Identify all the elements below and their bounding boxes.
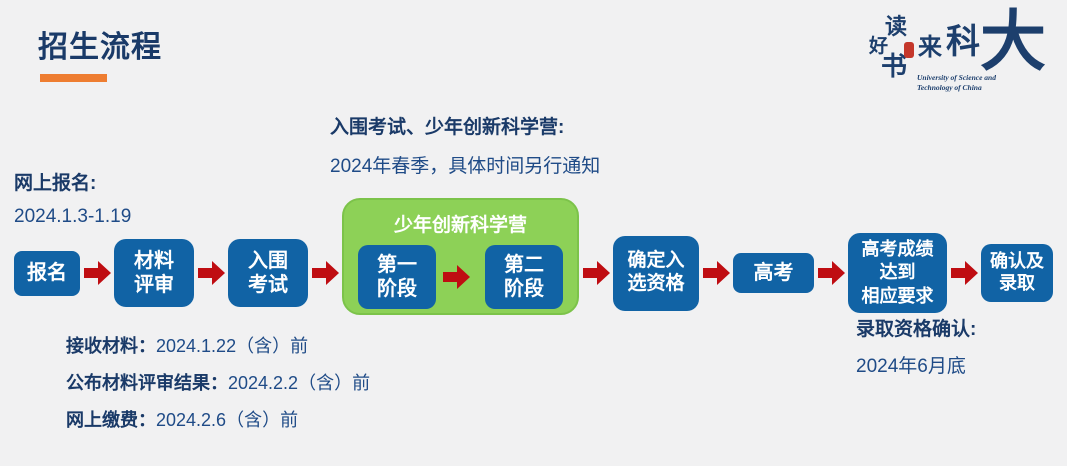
note-materials-deadlines: 接收材料：2024.1.22（含）前 公布材料评审结果：2024.2.2（含）前… bbox=[66, 334, 370, 445]
logo-char-ke: 科 bbox=[946, 22, 980, 62]
logo-char-du: 读 bbox=[885, 14, 908, 40]
page-title: 招生流程 bbox=[38, 31, 162, 64]
title-underline bbox=[40, 74, 107, 82]
note-receive-materials-value: 2024.1.22（含）前 bbox=[156, 336, 309, 356]
flow-step-gaokao: 高考 bbox=[733, 253, 814, 293]
flow-step-signup: 报名 bbox=[14, 250, 80, 296]
flow-arrow-icon bbox=[702, 261, 730, 285]
logo-english-line1: University of Science and bbox=[917, 73, 996, 82]
note-exam-camp-schedule: 入围考试、少年创新科学营: 2024年春季，具体时间另行通知 bbox=[330, 112, 600, 178]
logo-english-line2: Technology of China bbox=[917, 82, 982, 92]
note-admission-value: 2024年6月底 bbox=[856, 356, 966, 377]
note-admission-label: 录取资格确认: bbox=[856, 319, 977, 340]
science-camp-container: 少年创新科学营 第一 阶段 第二 阶段 bbox=[342, 198, 579, 315]
flow-step-material-review: 材料 评审 bbox=[114, 239, 194, 307]
flow-step-stage2: 第二 阶段 bbox=[485, 245, 563, 309]
flow-arrow-icon bbox=[311, 261, 339, 285]
logo-char-shu: 书 bbox=[881, 52, 908, 82]
flow-step-qualification-exam: 入围 考试 bbox=[228, 239, 308, 307]
note-review-results-value: 2024.2.2（含）前 bbox=[228, 373, 371, 393]
note-review-results: 公布材料评审结果：2024.2.2（含）前 bbox=[66, 371, 370, 395]
flow-step-score-requirement: 高考成绩 达到 相应要求 bbox=[848, 233, 947, 313]
note-online-payment: 网上缴费：2024.2.6（含）前 bbox=[66, 408, 370, 432]
note-online-payment-label: 网上缴费： bbox=[66, 410, 156, 430]
process-flow: 报名 材料 评审 入围 考试 少年创新科学营 第一 阶段 第二 阶段 确定入 选… bbox=[14, 198, 1053, 334]
note-online-signup: 网上报名: 2024.1.3-1.19 bbox=[14, 168, 131, 228]
note-receive-materials-label: 接收材料： bbox=[66, 336, 156, 356]
note-online-payment-value: 2024.2.6（含）前 bbox=[156, 410, 299, 430]
science-camp-title: 少年创新科学营 bbox=[393, 215, 527, 236]
flow-arrow-icon bbox=[817, 261, 845, 285]
note-admission-confirmation: 录取资格确认: 2024年6月底 bbox=[856, 314, 976, 378]
flow-arrow-icon bbox=[582, 261, 610, 285]
flow-arrow-icon bbox=[950, 261, 978, 285]
red-seal-icon bbox=[904, 42, 914, 58]
ustc-logo: 读 好 书 来 科 大 University of Science and Te… bbox=[859, 2, 1051, 102]
note-receive-materials: 接收材料：2024.1.22（含）前 bbox=[66, 334, 370, 358]
science-camp-stages: 第一 阶段 第二 阶段 bbox=[354, 245, 567, 309]
logo-char-hao: 好 bbox=[869, 35, 889, 57]
flow-step-admission: 确认及 录取 bbox=[981, 244, 1053, 302]
flow-step-stage1: 第一 阶段 bbox=[358, 245, 436, 309]
logo-english-name: University of Science and Technology of … bbox=[917, 73, 996, 93]
flow-arrow-icon bbox=[442, 265, 479, 289]
note-exam-camp-value: 2024年春季，具体时间另行通知 bbox=[330, 156, 601, 177]
note-review-results-label: 公布材料评审结果： bbox=[66, 373, 228, 393]
note-online-signup-value: 2024.1.3-1.19 bbox=[14, 206, 132, 227]
note-online-signup-label: 网上报名: bbox=[14, 173, 97, 194]
flow-step-confirm-eligibility: 确定入 选资格 bbox=[613, 235, 699, 311]
logo-char-da: 大 bbox=[980, 2, 1046, 80]
flow-arrow-icon bbox=[83, 261, 111, 285]
flow-arrow-icon bbox=[197, 261, 225, 285]
logo-char-lai: 来 bbox=[918, 32, 942, 61]
note-exam-camp-label: 入围考试、少年创新科学营: bbox=[330, 117, 565, 138]
